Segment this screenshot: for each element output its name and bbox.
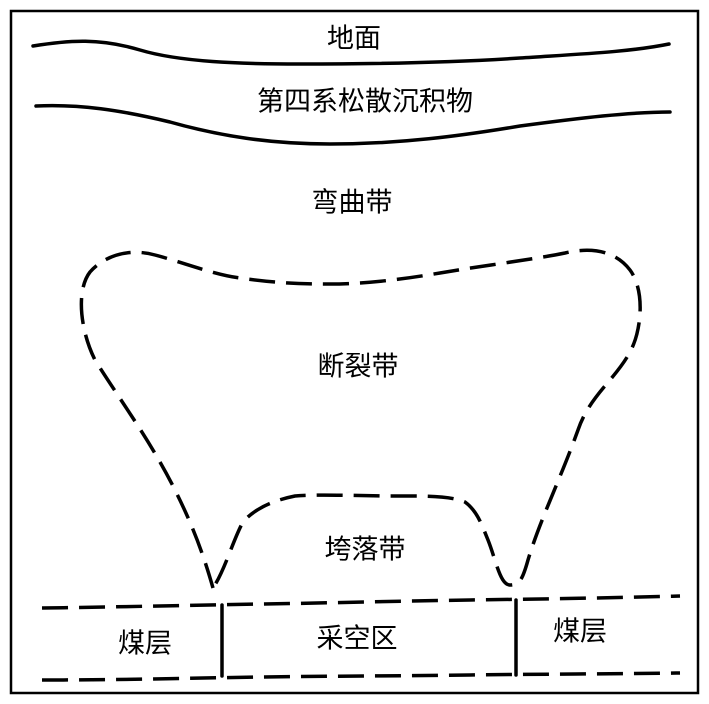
ground-label: 地面 — [327, 24, 381, 55]
fractured-zone-boundary — [79, 248, 642, 593]
coal-seam-top-line — [41, 594, 681, 610]
fractured-zone-label: 断裂带 — [318, 352, 399, 383]
caving-zone-label: 垮落带 — [325, 535, 406, 566]
goaf-label: 采空区 — [317, 624, 398, 655]
coal-seam-left-label: 煤层 — [118, 629, 172, 660]
diagram-frame — [9, 9, 700, 695]
quaternary-deposits-label: 第四系松散沉积物 — [257, 87, 473, 118]
bending-zone-label: 弯曲带 — [312, 188, 393, 219]
ground-surface-line — [31, 39, 671, 66]
quaternary-base-line — [34, 103, 672, 146]
coal-seam-right-label: 煤层 — [553, 617, 607, 648]
coal-seam-bottom-line — [41, 671, 681, 682]
